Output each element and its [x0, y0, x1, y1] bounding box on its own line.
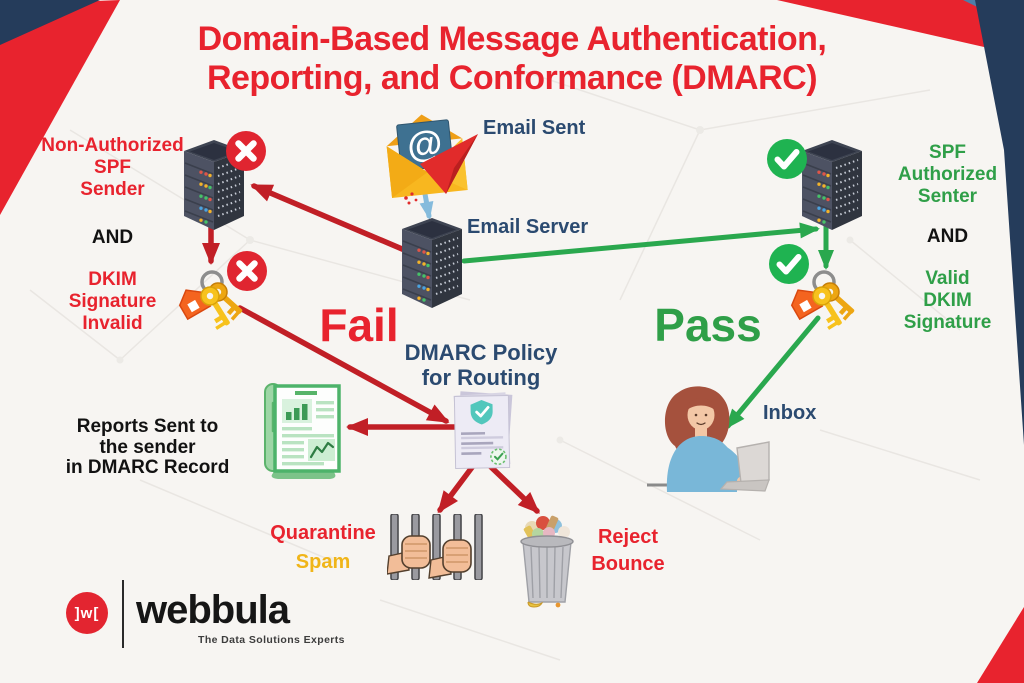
- valid-dkim-label: Valid DKIM Signature: [903, 268, 992, 333]
- non-authorized-sender-label: Non-Authorized SPF Sender: [41, 135, 184, 200]
- quarantine-jail-icon: [386, 513, 483, 585]
- webbula-wordmark: webbula: [136, 588, 290, 632]
- reject-trash-icon: [518, 514, 576, 613]
- dkim-invalid-label: DKIM Signature Invalid: [68, 269, 157, 334]
- and-label-right: AND: [926, 226, 969, 247]
- webbula-tagline: The Data Solutions Experts: [198, 634, 345, 646]
- page-title: Domain-Based Message Authentication, Rep…: [197, 20, 827, 97]
- email-sent-icon: @: [378, 102, 482, 206]
- reports-label: Reports Sent to the sender in DMARC Reco…: [65, 416, 230, 479]
- quarantine-label: Quarantine: [270, 522, 376, 544]
- pass-label: Pass: [654, 299, 762, 351]
- authorized-server-icon: [800, 139, 864, 237]
- dkim-keys-icon: [784, 268, 864, 343]
- webbula-logo-mark: ]w[: [74, 604, 100, 622]
- user-at-laptop-icon: [645, 384, 773, 499]
- email-server-label: Email Server: [467, 216, 589, 238]
- fail-label: Fail: [319, 299, 399, 351]
- dmarc-policy-document-icon: [448, 388, 518, 477]
- corner-red-bottom-right: [977, 607, 1024, 683]
- and-label-left: AND: [91, 227, 134, 248]
- logo-divider: [122, 580, 124, 648]
- x-badge-icon: [225, 130, 267, 177]
- inbox-label: Inbox: [763, 402, 817, 424]
- spam-label: Spam: [295, 551, 351, 573]
- dmarc-policy-label: DMARC Policy for Routing: [404, 340, 558, 391]
- reject-bounce-label: Reject Bounce: [591, 526, 665, 575]
- spf-authorized-label: SPF Authorized Senter: [897, 142, 998, 207]
- email-sent-label: Email Sent: [483, 117, 586, 139]
- check-badge-icon: [766, 138, 808, 185]
- email-server-icon: [400, 217, 464, 315]
- webbula-logo-icon: ]w[: [66, 592, 108, 634]
- report-scroll-icon: [263, 381, 345, 484]
